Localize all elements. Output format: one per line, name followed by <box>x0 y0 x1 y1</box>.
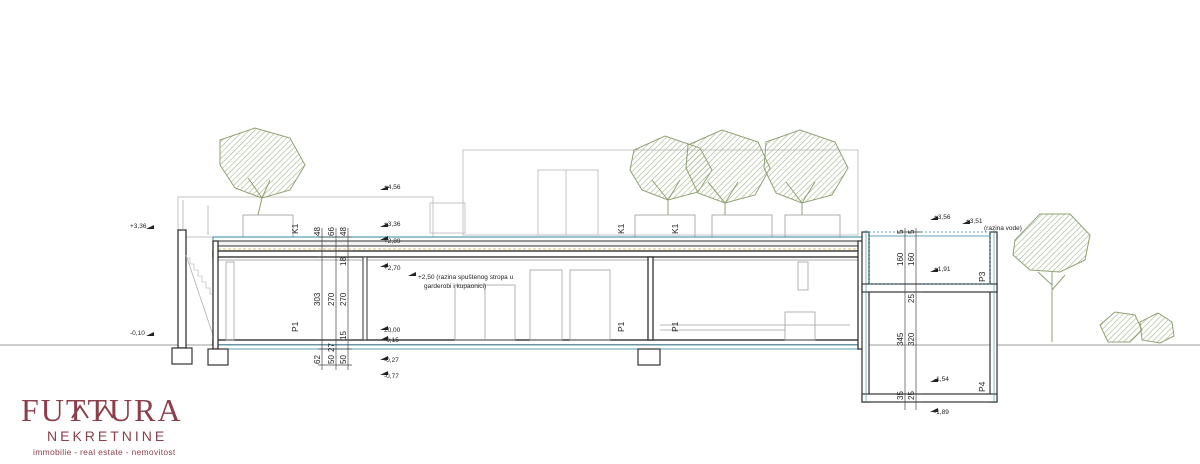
pool-section <box>861 230 998 403</box>
tree-left <box>219 127 306 216</box>
dimension-lines <box>318 228 922 410</box>
logo-subtitle: NEKRETNINE <box>47 428 168 444</box>
level-289: +2,89 <box>384 238 401 245</box>
dim-160-b: 160 <box>907 252 916 266</box>
level-189: -1,89 <box>934 409 949 416</box>
left-retaining-wall <box>171 200 214 365</box>
house-section <box>207 236 866 366</box>
tag-p1-left: P1 <box>290 321 300 332</box>
level-351: +3,51 <box>966 218 983 225</box>
level-markers <box>146 186 970 412</box>
tag-p4: P4 <box>977 381 987 392</box>
dim-48-b: 48 <box>339 227 348 236</box>
logo-tagline: immobilie - real estate - nemovitost <box>33 447 176 457</box>
dim-27: 27 <box>327 343 336 352</box>
level-015: -0,15 <box>384 337 399 344</box>
dim-345: 345 <box>896 332 905 346</box>
tag-k1-mid: K1 <box>616 223 626 234</box>
dim-48-a: 48 <box>313 227 322 236</box>
level-191: +1,91 <box>934 266 951 273</box>
level-250-note-2: garderobi i kupaonici) <box>424 283 486 290</box>
dim-62: 62 <box>313 355 322 364</box>
logo-house-icon <box>71 404 114 419</box>
dim-50-a: 50 <box>327 355 336 364</box>
tree-right <box>1012 213 1091 342</box>
tree-middle-3 <box>763 129 849 215</box>
level-351-note: (razina vode) <box>984 225 1022 232</box>
level-456: +4,56 <box>384 184 401 191</box>
level-154: -1,54 <box>934 376 949 383</box>
dim-66: 66 <box>327 227 336 236</box>
level-027: -0,27 <box>384 357 399 364</box>
tree-middle-2 <box>685 129 771 215</box>
level-356: +3,56 <box>934 214 951 221</box>
level-000: ±0,00 <box>384 327 401 334</box>
level-336: +3,36 <box>384 221 401 228</box>
dim-50-b: 50 <box>339 355 348 364</box>
tag-p1-right: P1 <box>670 321 680 332</box>
shrub-right <box>1099 311 1175 344</box>
level-077: -0,77 <box>384 373 399 380</box>
logo-wordmark: FUTTURA <box>21 392 183 428</box>
level-270: +2,70 <box>384 265 401 272</box>
level-250-note: +2,50 (razina spuštenog stropa u <box>418 274 514 281</box>
brand-logo: FUTTURA NEKRETNINE immobilie - real esta… <box>15 392 215 462</box>
level-336-left: +3,36 <box>130 223 147 230</box>
level-010: -0,10 <box>130 330 145 337</box>
dim-160-a: 160 <box>896 252 905 266</box>
dim-35: 35 <box>896 391 905 400</box>
tag-k1-left: K1 <box>290 223 300 234</box>
dim-25-b: 25 <box>907 391 916 400</box>
tag-p3: P3 <box>977 271 987 282</box>
dim-15: 15 <box>339 331 348 340</box>
dim-5-a: 5 <box>896 229 905 234</box>
dim-320: 320 <box>907 332 916 346</box>
dim-5-b: 5 <box>907 229 916 234</box>
dim-270-b: 270 <box>339 292 348 306</box>
dim-303: 303 <box>313 292 322 306</box>
dim-18: 18 <box>339 257 348 266</box>
dim-25: 25 <box>907 294 916 303</box>
dim-270-a: 270 <box>327 292 336 306</box>
tag-k1-right: K1 <box>670 223 680 234</box>
tag-p1-mid: P1 <box>616 321 626 332</box>
